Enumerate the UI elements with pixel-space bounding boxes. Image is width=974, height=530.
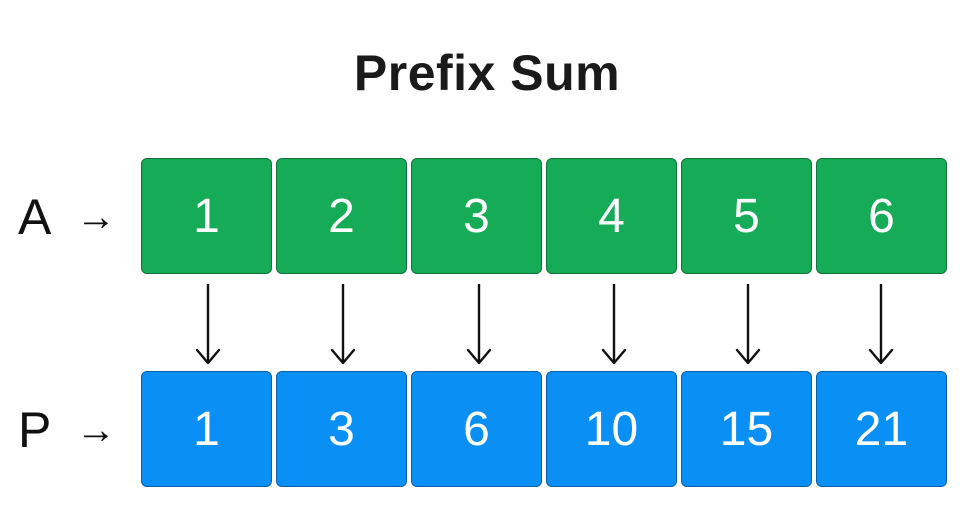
row-label-a: A → — [18, 158, 116, 276]
right-arrow-icon: → — [76, 195, 116, 239]
row-name-p: P — [18, 402, 52, 458]
prefix-cell-4: 15 — [681, 371, 812, 487]
down-arrow-icon — [735, 284, 761, 365]
row-name-a: A — [18, 189, 52, 245]
input-cell-3: 4 — [546, 158, 677, 274]
right-arrow-icon: → — [76, 408, 116, 452]
down-arrow-icon — [330, 284, 356, 365]
prefix-cell-5: 21 — [816, 371, 947, 487]
prefix-cell-3: 10 — [546, 371, 677, 487]
down-arrow-icon — [601, 284, 627, 365]
down-arrow-icon — [868, 284, 894, 365]
input-cell-0: 1 — [141, 158, 272, 274]
input-cell-5: 6 — [816, 158, 947, 274]
input-cell-1: 2 — [276, 158, 407, 274]
input-cell-4: 5 — [681, 158, 812, 274]
prefix-cell-2: 6 — [411, 371, 542, 487]
prefix-sum-array: 1 3 6 10 15 21 — [141, 371, 947, 489]
diagram-title: Prefix Sum — [353, 45, 621, 101]
row-label-p: P → — [18, 371, 116, 489]
prefix-cell-0: 1 — [141, 371, 272, 487]
down-arrow-icon — [466, 284, 492, 365]
input-cell-2: 3 — [411, 158, 542, 274]
prefix-cell-1: 3 — [276, 371, 407, 487]
input-array: 1 2 3 4 5 6 — [141, 158, 947, 276]
down-arrow-icon — [195, 284, 221, 365]
